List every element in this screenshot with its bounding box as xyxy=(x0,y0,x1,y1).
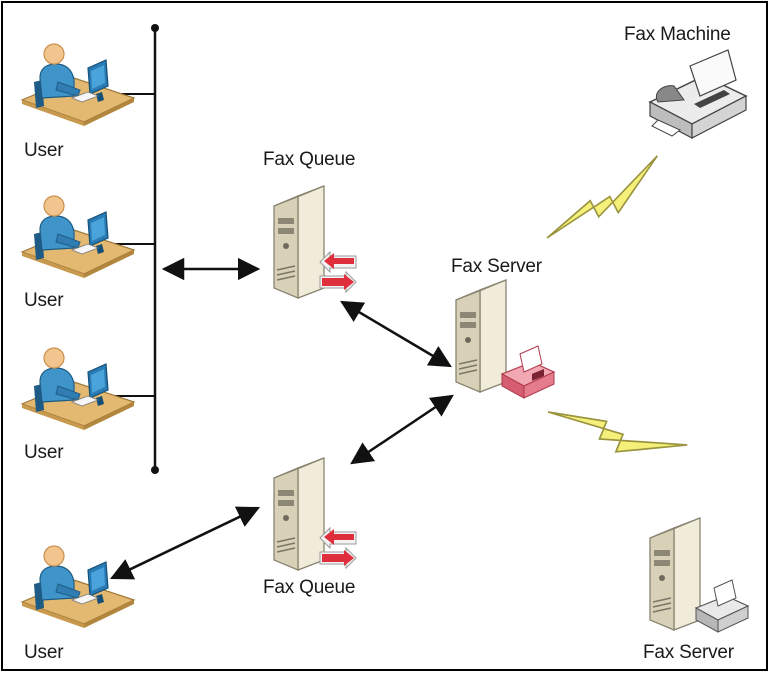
user-icon xyxy=(21,347,135,431)
fax-machine-label: Fax Machine xyxy=(624,24,731,45)
fax-machine-icon xyxy=(695,579,749,633)
fax-machine-icon xyxy=(648,49,748,139)
user-label: User xyxy=(24,140,64,161)
arrow-queue-server-top xyxy=(340,300,452,368)
user-label: User xyxy=(24,442,64,463)
bus-bottom-dot xyxy=(151,466,159,474)
server-icon xyxy=(273,185,325,299)
lightning-icon xyxy=(534,154,671,239)
arrow-queue-server-bottom xyxy=(350,394,454,465)
user-icon xyxy=(21,545,135,629)
user-label: User xyxy=(24,642,64,663)
fax-queue-label: Fax Queue xyxy=(263,149,356,170)
server-icon xyxy=(649,517,701,631)
arrow-user-queue-bottom xyxy=(109,506,261,580)
queue-arrows-icon xyxy=(319,527,357,569)
server-icon xyxy=(455,279,507,393)
lightning-icon xyxy=(547,364,689,493)
fax-queue-label: Fax Queue xyxy=(263,577,356,598)
user-icon xyxy=(21,195,135,279)
fax-server-label: Fax Server xyxy=(451,256,542,277)
user-icon xyxy=(21,43,135,127)
queue-arrows-icon xyxy=(319,251,357,293)
bus-top-dot xyxy=(151,24,159,32)
fax-machine-icon xyxy=(501,345,555,399)
fax-server-label: Fax Server xyxy=(643,642,734,663)
server-icon xyxy=(273,457,325,571)
user-label: User xyxy=(24,290,64,311)
